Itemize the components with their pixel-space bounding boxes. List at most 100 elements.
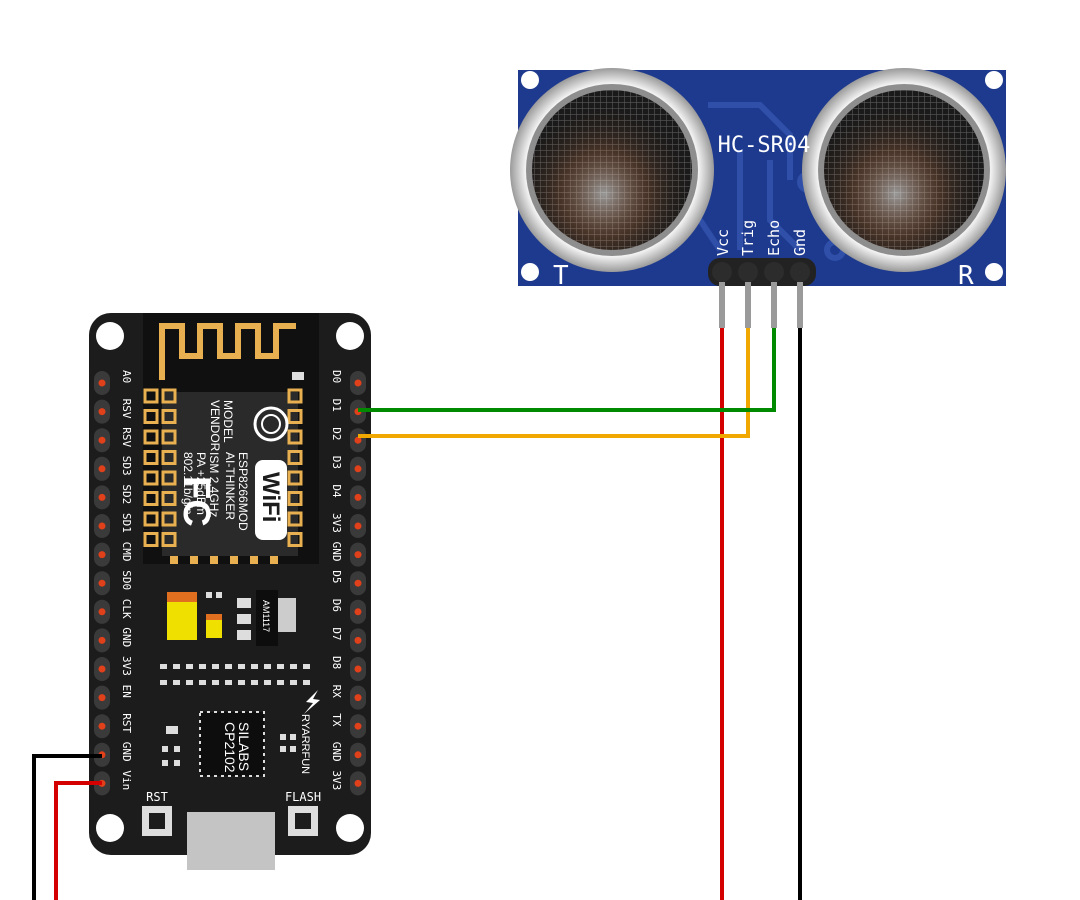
- module-pad: [143, 388, 159, 404]
- sensor-mount-hole: [985, 71, 1003, 89]
- module-pad: [143, 491, 159, 506]
- receiver-transducer: [802, 68, 1006, 272]
- pin-label-trig: Trig: [739, 220, 757, 256]
- rst-button[interactable]: [142, 806, 172, 836]
- usb-port[interactable]: [187, 812, 275, 870]
- header-pin: [354, 779, 362, 787]
- pin-label-vcc: Vcc: [714, 229, 732, 256]
- left-pin-label-gnd: GND: [120, 627, 133, 647]
- board-mount-hole: [96, 814, 124, 842]
- header-pin: [98, 722, 106, 730]
- module-band: ISM 2.4GHz: [207, 452, 221, 517]
- header-pin: [354, 436, 362, 444]
- wire-board-gnd: [32, 754, 102, 900]
- module-pad: [143, 409, 159, 424]
- nodemcu-board: FC MODEL VENDOR ESP8266MOD AI-THINKER IS…: [89, 313, 371, 870]
- smd-pad: [225, 680, 232, 685]
- right-pin-label-tx: TX: [330, 713, 343, 727]
- module-model: ESP8266MOD: [236, 452, 250, 531]
- sensor-model-label: HC-SR04: [718, 133, 811, 158]
- smd-pad: [290, 664, 297, 669]
- left-pin-label-sd1: SD1: [120, 513, 133, 533]
- transmitter-label: T: [553, 261, 569, 291]
- left-pin-label-rsv: RSV: [120, 399, 133, 419]
- module-pad: [287, 470, 303, 486]
- header-pin: [354, 465, 362, 473]
- right-pin-label-d5: D5: [330, 570, 343, 583]
- module-model-label: MODEL: [221, 400, 235, 443]
- lightning-icon: [304, 690, 320, 714]
- smd-pad: [186, 664, 193, 669]
- header-pin: [354, 636, 362, 644]
- board-mount-hole: [96, 322, 124, 350]
- module-pad: [170, 556, 178, 564]
- smd-pad: [303, 664, 310, 669]
- right-pin-label-d1: D1: [330, 399, 343, 412]
- right-pin-label-d7: D7: [330, 627, 343, 640]
- right-pin-label-d2: D2: [330, 427, 343, 440]
- module-vendor: AI-THINKER: [223, 452, 237, 520]
- left-pin-labels: A0RSVRSVSD3SD2SD1CMDSD0CLKGND3V3ENRSTGND…: [120, 370, 133, 790]
- left-pin-label-en: EN: [120, 685, 133, 698]
- left-pin-label-sd3: SD3: [120, 456, 133, 476]
- header-pin: [98, 465, 106, 473]
- module-vendor-label: VENDOR: [208, 400, 222, 452]
- left-pin-label-vin: Vin: [120, 770, 133, 790]
- voltage-regulator: [256, 590, 278, 646]
- left-pin-label-cmd: CMD: [120, 542, 133, 562]
- right-pin-label-3v3: 3V3: [330, 770, 343, 790]
- smd-pad: [264, 680, 271, 685]
- module-pad: [161, 409, 177, 424]
- module-pad: [161, 450, 177, 465]
- board-mount-hole: [336, 322, 364, 350]
- header-pin: [354, 522, 362, 530]
- header-pin: [98, 665, 106, 673]
- header-pin: [354, 493, 362, 501]
- left-pin-label-gnd: GND: [120, 742, 133, 762]
- flash-button[interactable]: [288, 806, 318, 836]
- module-pad: [143, 511, 159, 527]
- wire-trig-d2: [358, 328, 750, 438]
- smd-pad: [238, 680, 245, 685]
- left-pin-label-3v3: 3V3: [120, 656, 133, 676]
- module-pad: [161, 532, 177, 547]
- sensor-header: [708, 258, 816, 328]
- header-pin: [98, 436, 106, 444]
- module-pad: [161, 429, 177, 445]
- header-pin: [98, 551, 106, 559]
- right-pin-label-d3: D3: [330, 456, 343, 469]
- left-pin-label-sd2: SD2: [120, 484, 133, 504]
- smd-pad: [238, 664, 245, 669]
- module-pad: [190, 556, 198, 564]
- fingerprint-icon: [253, 406, 289, 442]
- wifi-logo: [255, 460, 287, 540]
- header-pin: [354, 551, 362, 559]
- sensor-mount-hole: [985, 263, 1003, 281]
- sensor-mount-hole: [521, 71, 539, 89]
- header-pin: [354, 722, 362, 730]
- header-pin: [98, 493, 106, 501]
- module-pad: [287, 511, 303, 527]
- right-pin-label-d4: D4: [330, 484, 343, 498]
- header-pin: [98, 636, 106, 644]
- module-pad: [161, 388, 177, 404]
- smd-pad: [225, 664, 232, 669]
- right-pin-label-3v3: 3V3: [330, 513, 343, 533]
- module-pad: [287, 532, 303, 547]
- module-pad: [287, 450, 303, 465]
- header-pin: [354, 751, 362, 759]
- smd-pad: [251, 680, 258, 685]
- smd-row: [160, 664, 310, 669]
- wifi-logo-text: WiFi: [257, 472, 284, 522]
- silkscreen-brand: RYARRFUN: [299, 714, 311, 774]
- header-pin: [354, 665, 362, 673]
- left-pin-label-rsv: RSV: [120, 427, 133, 447]
- left-pin-header: [94, 371, 110, 796]
- smd-row: [160, 680, 310, 685]
- flash-button-label: FLASH: [285, 790, 321, 804]
- right-pin-label-d0: D0: [330, 370, 343, 383]
- module-pad: [143, 450, 159, 465]
- module-power: PA +25dBm: [194, 452, 208, 515]
- header-pin: [98, 522, 106, 530]
